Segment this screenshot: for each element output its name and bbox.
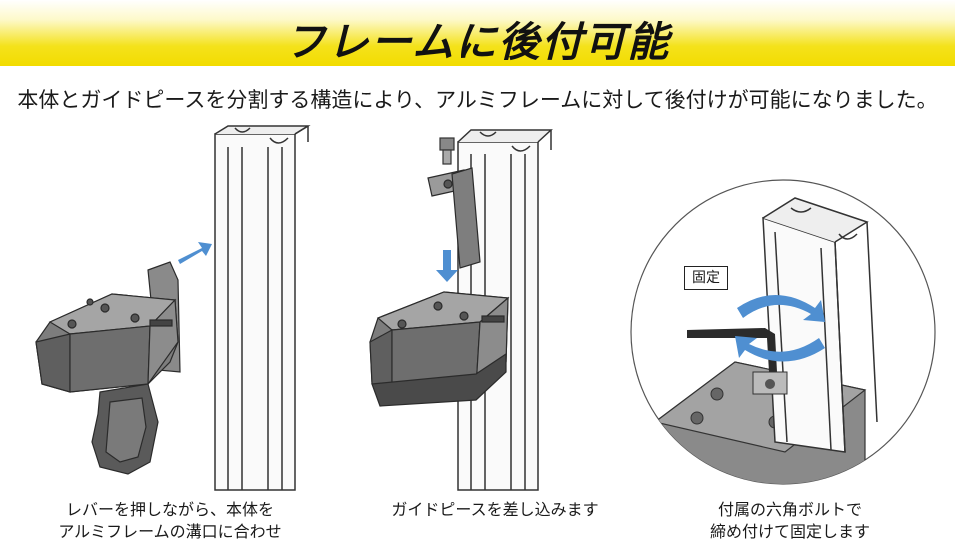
rotate-arrow-upper xyxy=(737,295,825,322)
insert-arrow xyxy=(178,242,212,264)
title-banner xyxy=(0,0,955,66)
insert-arrow xyxy=(436,250,458,282)
step3-illustration xyxy=(630,179,936,485)
page-title: フレームに後付可能 xyxy=(284,18,671,66)
intro-text: 本体とガイドピースを分割する構造により、アルミフレームに対して後付けが可能になり… xyxy=(17,88,938,112)
step1-caption-line2: アルミフレームの溝口に合わせ xyxy=(58,522,282,541)
aluminum-frame xyxy=(214,125,311,491)
step3-caption-line2: 締め付けて固定します xyxy=(709,522,870,541)
hex-key xyxy=(687,328,777,372)
guide-piece xyxy=(427,167,481,269)
step3-caption: 付属の六角ボルトで 締め付けて固定します xyxy=(680,499,900,543)
step2-illustration xyxy=(369,129,553,491)
step1-caption: レバーを押しながら、本体を アルミフレームの溝口に合わせ xyxy=(40,499,300,543)
step1-illustration xyxy=(35,125,311,491)
hex-bolt xyxy=(439,137,455,165)
step2-caption-line1: ガイドピースを差し込みます xyxy=(391,500,599,519)
step1-caption-line1: レバーを押しながら、本体を xyxy=(65,500,274,519)
device-body xyxy=(35,261,181,475)
device-body xyxy=(369,291,510,407)
rotate-arrow-lower xyxy=(735,336,825,362)
step3-caption-line1: 付属の六角ボルトで xyxy=(717,500,862,519)
step2-caption: ガイドピースを差し込みます xyxy=(370,499,620,521)
fixed-label: 固定 xyxy=(684,266,728,290)
